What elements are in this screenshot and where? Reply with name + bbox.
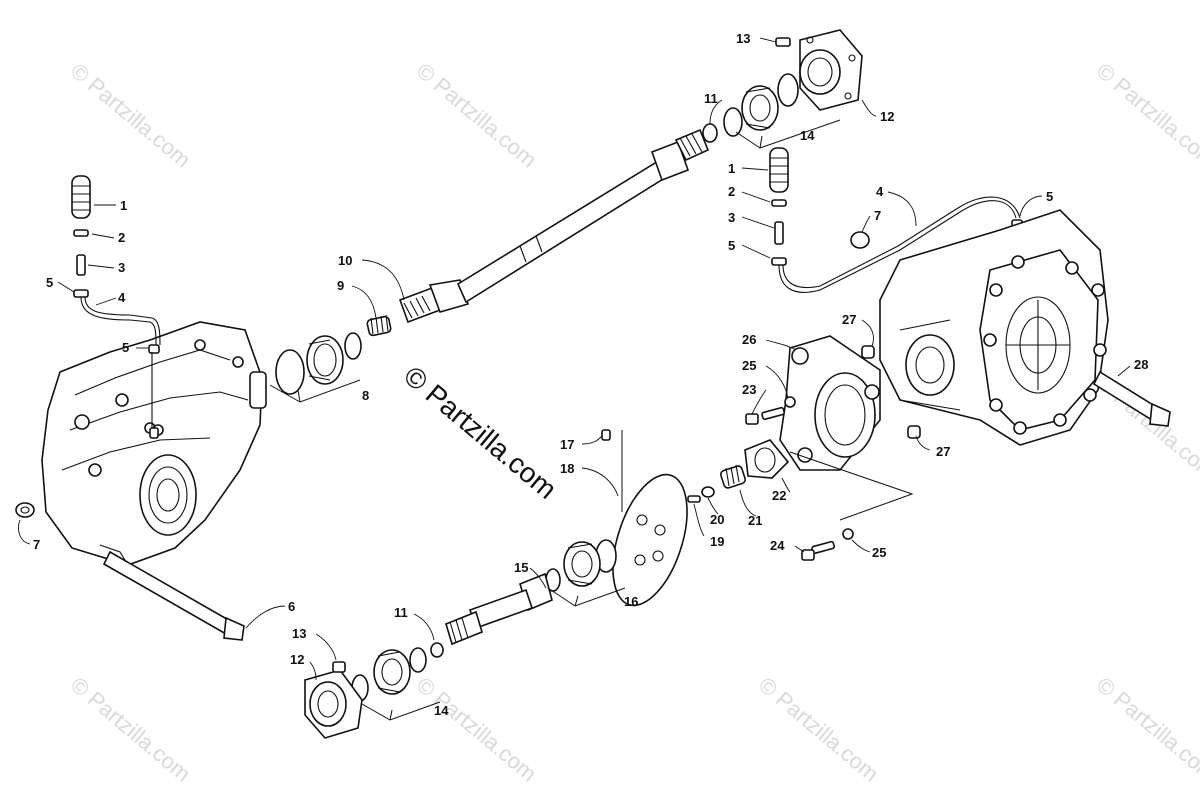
callout-22: 22 xyxy=(772,488,786,503)
callout-12-lower: 12 xyxy=(290,652,304,667)
callout-14-upper: 14 xyxy=(800,128,815,143)
coupler-group xyxy=(687,439,790,503)
front-gearcase xyxy=(41,321,267,566)
callout-7-front: 7 xyxy=(33,537,40,552)
callout-13-upper: 13 xyxy=(736,31,750,46)
drive-shaft-lower xyxy=(430,572,553,658)
callout-16: 16 xyxy=(624,594,638,609)
callout-26: 26 xyxy=(742,332,756,347)
callout-21: 21 xyxy=(748,513,762,528)
callout-8: 8 xyxy=(362,388,369,403)
callout-3-front: 3 xyxy=(118,260,125,275)
callout-2-front: 2 xyxy=(118,230,125,245)
adapter-housing xyxy=(745,335,921,561)
callout-6: 6 xyxy=(288,599,295,614)
callout-10: 10 xyxy=(338,253,352,268)
callout-28: 28 xyxy=(1134,357,1148,372)
rear-breather-assembly xyxy=(769,147,1023,293)
front-breather-assembly xyxy=(71,175,161,439)
drive-shaft-upper xyxy=(398,128,710,324)
callouts: 1 2 3 5 4 5 7 6 8 9 10 11 14 12 13 1 2 3… xyxy=(18,31,1148,718)
group-brackets xyxy=(269,119,914,721)
rear-gearcase xyxy=(879,209,1109,446)
rear-lower-left-seal-group xyxy=(304,647,427,739)
callout-11-lower: 11 xyxy=(394,605,408,620)
callout-12-upper: 12 xyxy=(880,109,894,124)
callout-7-rear: 7 xyxy=(874,208,881,223)
callout-24: 24 xyxy=(770,538,785,553)
callout-3-rear: 3 xyxy=(728,210,735,225)
exploded-parts-diagram: 1 2 3 5 4 5 7 6 8 9 10 11 14 12 13 1 2 3… xyxy=(15,29,1171,739)
front-seal-group xyxy=(275,314,392,395)
front-bolt-and-washer xyxy=(15,502,245,641)
callout-4-rear: 4 xyxy=(876,184,884,199)
callout-5-rear-left: 5 xyxy=(728,238,735,253)
rear-lower-seal-group xyxy=(545,539,617,592)
callout-27-upper: 27 xyxy=(842,312,856,327)
callout-5-front-bottom: 5 xyxy=(122,340,129,355)
callout-25-upper: 25 xyxy=(742,358,756,373)
rear-long-bolt xyxy=(1092,370,1171,427)
callout-20: 20 xyxy=(710,512,724,527)
callout-23: 23 xyxy=(742,382,756,397)
callout-14-lower: 14 xyxy=(434,703,449,718)
rear-upper-seal-group xyxy=(702,29,863,143)
callout-19: 19 xyxy=(710,534,724,549)
callout-11-upper: 11 xyxy=(704,91,718,106)
callout-17: 17 xyxy=(560,437,574,452)
callout-4-front: 4 xyxy=(118,290,126,305)
callout-18: 18 xyxy=(560,461,574,476)
callout-9: 9 xyxy=(337,278,344,293)
callout-5-front-top: 5 xyxy=(46,275,53,290)
callout-5-rear-right: 5 xyxy=(1046,189,1053,204)
callout-1-front: 1 xyxy=(120,198,127,213)
brake-rotor xyxy=(601,429,688,607)
callout-27-lower: 27 xyxy=(936,444,950,459)
callout-25-lower: 25 xyxy=(872,545,886,560)
callout-1-rear: 1 xyxy=(728,161,735,176)
callout-15: 15 xyxy=(514,560,528,575)
callout-13-lower: 13 xyxy=(292,626,306,641)
callout-2-rear: 2 xyxy=(728,184,735,199)
